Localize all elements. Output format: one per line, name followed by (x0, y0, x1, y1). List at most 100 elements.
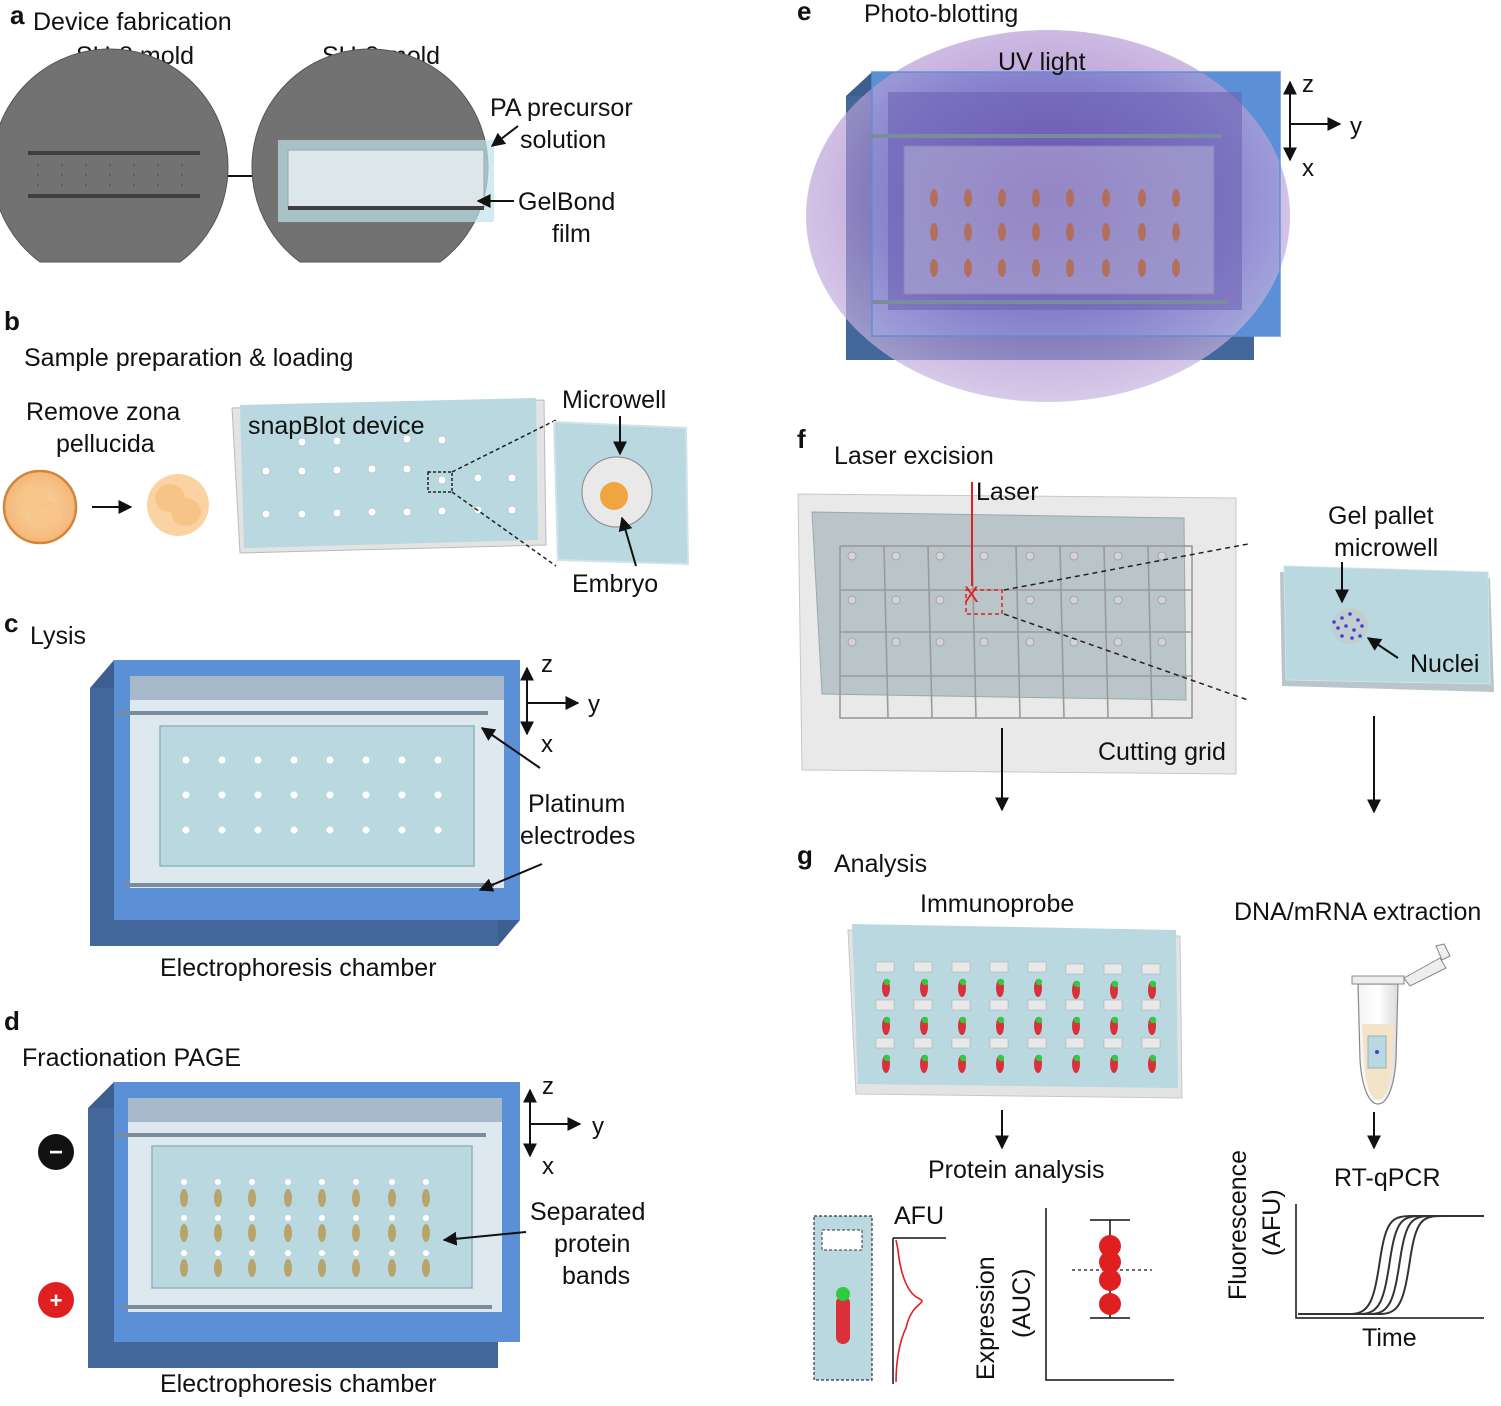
platinum-electrode-bottom (124, 883, 494, 887)
platinum-electrode-bottom (122, 1305, 492, 1309)
axis-y: y (1350, 113, 1362, 140)
device-label: snapBlot device (248, 412, 425, 440)
panel-title: Laser excision (834, 442, 994, 470)
embryo-label: Embryo (572, 570, 658, 598)
axis-y: y (592, 1113, 604, 1140)
panel-letter: g (797, 840, 813, 870)
gelbond-label-2: film (552, 220, 591, 248)
axis-triad-icon (520, 666, 580, 736)
bands-label-2: protein (554, 1230, 630, 1258)
axis-z: z (541, 651, 553, 678)
panel-letter: b (4, 306, 20, 336)
panel-d: d Fractionation PAGE − + z y x (4, 1006, 645, 1398)
remove-label: Remove zona (26, 398, 180, 426)
zoom-box (427, 471, 453, 493)
protein-bands (180, 1189, 430, 1277)
pa-label-2: solution (520, 126, 606, 154)
axis-y: y (588, 691, 600, 718)
uv-label: UV light (998, 48, 1086, 76)
panel-letter: d (4, 1006, 20, 1036)
qpcr-axes (1295, 1204, 1484, 1319)
panel-f: f Laser excision X Laser Cutting grid Ge… (797, 424, 1494, 814)
arrow-icon (618, 516, 637, 567)
platinum-electrode-bottom (872, 300, 1228, 304)
protein-label: Protein analysis (928, 1156, 1104, 1184)
panel-e: e Photo-blotting UV light z y x (797, 0, 1362, 402)
panel-title: Lysis (30, 622, 86, 650)
chamber-label: Electrophoresis chamber (160, 1370, 437, 1398)
laser-label: Laser (976, 478, 1039, 506)
gel-slide (151, 1145, 473, 1289)
cutting-grid (839, 545, 1193, 719)
arrow-icon (478, 863, 543, 892)
panel-letter: c (4, 608, 18, 638)
device-wells (261, 434, 517, 519)
expression-axes (1045, 1208, 1174, 1381)
amplification-curves (1298, 1215, 1484, 1315)
panel-title: Device fabrication (33, 8, 232, 36)
protein-bands (930, 189, 1180, 277)
panel-b: b Sample preparation & loading Remove zo… (2, 306, 690, 598)
arrow-left-icon (442, 1231, 527, 1246)
expression-label: Expression (972, 1256, 1000, 1380)
panel-title: Fractionation PAGE (22, 1044, 241, 1072)
panel-g: g Analysis Immunoprobe Protein analysis (797, 840, 1484, 1384)
pallet-label: Gel pallet (1328, 502, 1434, 530)
electrodes-label: Platinum (528, 790, 625, 818)
axis-triad-icon (1283, 80, 1342, 162)
arrow-icon (1366, 637, 1399, 659)
afu-label: AFU (894, 1202, 944, 1230)
panel-title: Analysis (834, 850, 927, 878)
immunoprobe-slide (852, 924, 1178, 1088)
panel-title: Sample preparation & loading (24, 344, 353, 372)
gel-wells (182, 756, 442, 834)
nuclei-label: Nuclei (1410, 650, 1479, 678)
embryo (600, 482, 628, 510)
axis-x: x (1302, 155, 1314, 182)
axis-x: x (542, 1153, 554, 1180)
expression-label-2: (AUC) (1008, 1269, 1036, 1338)
minus-electrode-icon (38, 1134, 74, 1170)
gelbond-label: GelBond (518, 188, 615, 216)
axis-x: x (541, 731, 553, 758)
afu-profile-curve (895, 1239, 923, 1383)
su8-wafer-left (0, 48, 229, 263)
panel-c: c Lysis z y x Platinum electrodes Electr… (4, 608, 635, 982)
plus-electrode-icon (38, 1282, 74, 1318)
panel-letter: f (797, 424, 806, 454)
arrow-icon (490, 125, 519, 147)
expression-points (1099, 1235, 1121, 1315)
plus-sign: + (50, 1288, 63, 1313)
platinum-electrode-top (118, 711, 488, 715)
gel-slide (159, 725, 475, 867)
panel-a: a Device fabrication SU-8 mold SU-8 mold… (0, 0, 633, 263)
microwell-dots (37, 164, 183, 186)
immunoprobed-bands (875, 961, 1161, 1073)
tube-icon (1351, 943, 1451, 1105)
bands-label: Separated (530, 1198, 645, 1226)
chamber-label: Electrophoresis chamber (160, 954, 437, 982)
platinum-electrode-top (116, 1133, 486, 1137)
fluorescence-label: Fluorescence (1224, 1150, 1252, 1300)
snapblot-device (240, 398, 538, 548)
arrow-icon (480, 727, 541, 769)
time-label: Time (1362, 1324, 1417, 1352)
pallet-label-2: microwell (1334, 534, 1438, 562)
bands-label-3: bands (562, 1262, 630, 1290)
pa-label: PA precursor (490, 94, 633, 122)
fluorescence-label-2: (AFU) (1258, 1189, 1286, 1256)
gel-slide (903, 145, 1215, 295)
immuno-label: Immunoprobe (920, 890, 1074, 918)
extract-label: DNA/mRNA extraction (1234, 898, 1481, 926)
excision-box (965, 589, 1003, 615)
microwell-label: Microwell (562, 386, 666, 414)
platinum-electrode-top (866, 134, 1222, 138)
panel-letter: e (797, 0, 811, 26)
remove-label-2: pellucida (56, 430, 155, 458)
laser-mark: X (964, 582, 979, 607)
panel-title: Photo-blotting (864, 0, 1018, 28)
rtqpcr-label: RT-qPCR (1334, 1164, 1441, 1192)
gelbond-film (287, 149, 485, 209)
minus-sign: − (49, 1139, 63, 1166)
